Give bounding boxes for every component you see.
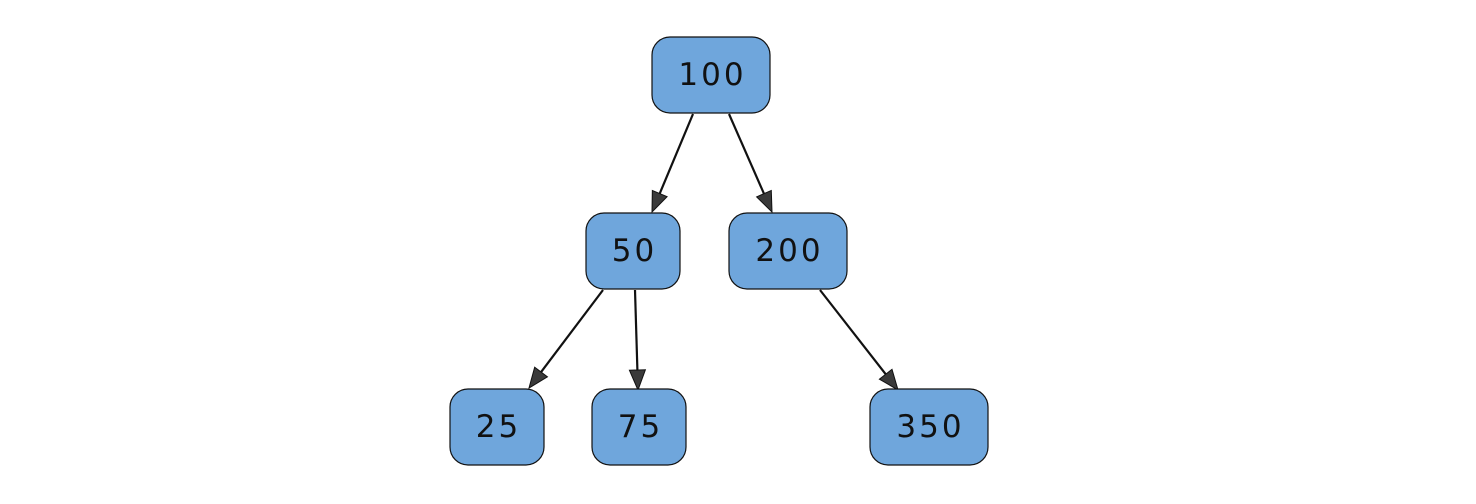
tree-node-100: 100 [651, 36, 771, 114]
node-label: 350 [896, 409, 964, 445]
node-label: 100 [678, 57, 746, 93]
node-label: 50 [612, 233, 657, 269]
edge-line [540, 289, 604, 373]
node-box [449, 388, 545, 466]
node-box [651, 36, 771, 114]
edge-line [633, 289, 639, 371]
node-label: 200 [755, 233, 823, 269]
tree-node-75: 75 [591, 388, 687, 466]
edge-line [658, 113, 695, 194]
edge-line [819, 289, 887, 375]
edge-line [727, 113, 765, 195]
edge-n100-to-n200 [727, 113, 773, 214]
node-box [591, 388, 687, 466]
tree-node-350: 350 [869, 388, 989, 466]
arrowhead-icon [651, 189, 668, 214]
node-box [728, 212, 848, 290]
edge-n50-to-n25 [528, 289, 604, 390]
node-box [585, 212, 681, 290]
arrowhead-icon [878, 368, 899, 392]
arrowhead-icon [628, 369, 647, 392]
tree-node-25: 25 [449, 388, 545, 466]
node-label: 75 [618, 409, 663, 445]
node-label: 25 [476, 409, 521, 445]
tree-node-200: 200 [728, 212, 848, 290]
edges-layer [528, 113, 899, 392]
arrowhead-icon [528, 366, 549, 390]
arrowhead-icon [755, 189, 773, 214]
edge-n200-to-n350 [819, 289, 899, 392]
tree-node-50: 50 [585, 212, 681, 290]
node-box [869, 388, 989, 466]
nodes-layer: 100 50 200 25 75 350 [449, 36, 989, 466]
edge-n50-to-n75 [628, 289, 647, 392]
edge-n100-to-n50 [651, 113, 695, 214]
